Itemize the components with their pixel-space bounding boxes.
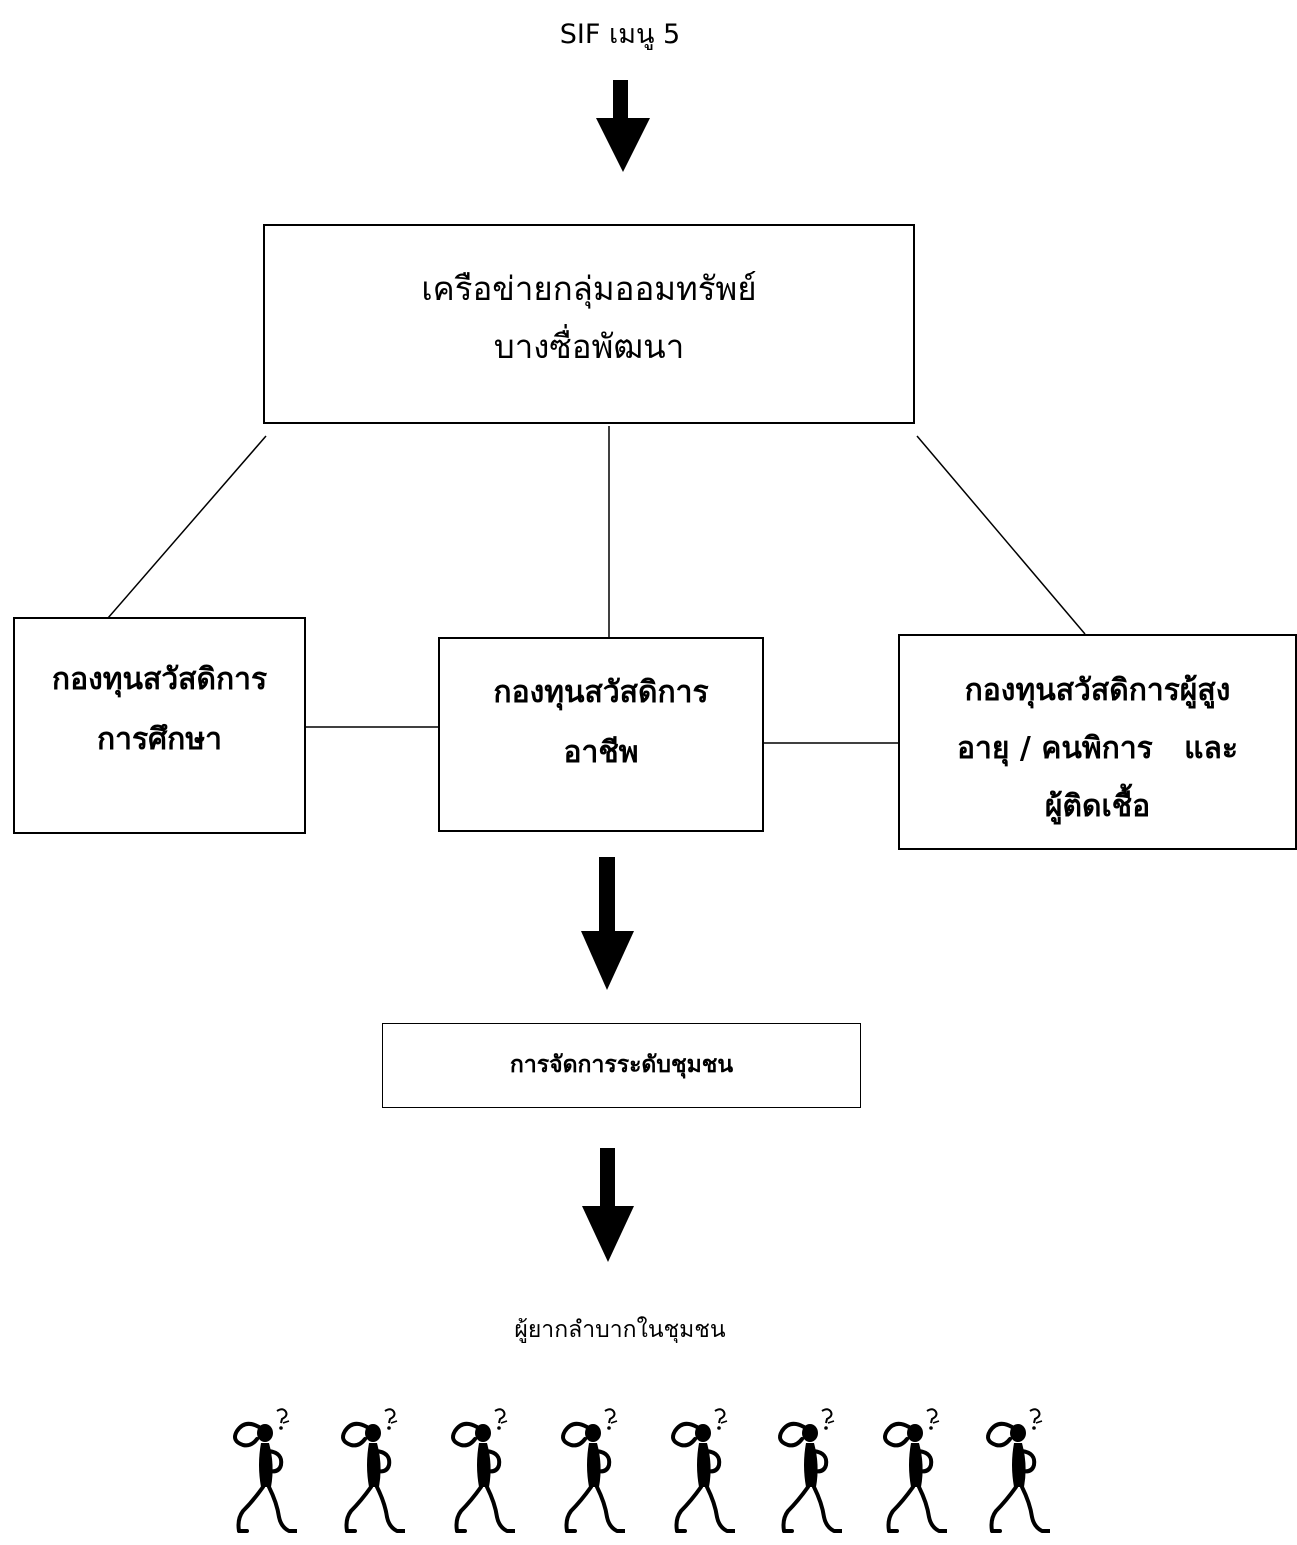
- elderly-fund-box: กองทุนสวัสดิการผู้สูง อายุ / คนพิการ และ…: [898, 634, 1297, 850]
- education-fund-line1: กองทุนสวัสดิการ: [51, 662, 268, 697]
- elderly-fund-line1: กองทุนสวัสดิการผู้สูง: [964, 673, 1231, 708]
- thinking-person-icon: [875, 1405, 949, 1541]
- elderly-fund-line3: ผู้ติดเชื้อ: [1044, 789, 1151, 824]
- connector-line: [916, 435, 1086, 635]
- thinking-person-icon: [553, 1405, 627, 1541]
- occupation-fund-line2: อาชีพ: [563, 735, 639, 770]
- community-management-box: การจัดการระดับชุมชน: [382, 1023, 861, 1108]
- education-fund-box: กองทุนสวัสดิการ การศึกษา: [13, 617, 306, 834]
- network-name-line2: บางซื่อพัฒนา: [493, 327, 685, 366]
- community-management-label: การจัดการระดับชุมชน: [509, 1052, 734, 1078]
- arrow-down-icon: [581, 857, 634, 990]
- arrow-down-icon: [582, 1148, 634, 1262]
- arrow-down-icon: [596, 80, 650, 172]
- occupation-fund-box: กองทุนสวัสดิการ อาชีพ: [438, 637, 764, 832]
- thinking-person-icon: [978, 1405, 1052, 1541]
- education-fund-line2: การศึกษา: [97, 722, 222, 757]
- community-poor-label: ผู้ยากลำบากในชุมชน: [514, 1317, 726, 1343]
- thinking-person-icon: [770, 1405, 844, 1541]
- savings-network-box: เครือข่ายกลุ่มออมทรัพย์ บางซื่อพัฒนา: [263, 224, 915, 424]
- network-name-line1: เครือข่ายกลุ่มออมทรัพย์: [421, 269, 757, 308]
- thinking-person-icon: [443, 1405, 517, 1541]
- diagram-title: SIF เมนู 5: [559, 19, 681, 50]
- occupation-fund-line1: กองทุนสวัสดิการ: [493, 675, 709, 710]
- elderly-fund-line2: อายุ / คนพิการ และ: [957, 731, 1238, 766]
- connector-line: [107, 435, 267, 619]
- thinking-person-icon: [663, 1405, 737, 1541]
- thinking-person-icon: [333, 1405, 407, 1541]
- thinking-person-icon: [225, 1405, 299, 1541]
